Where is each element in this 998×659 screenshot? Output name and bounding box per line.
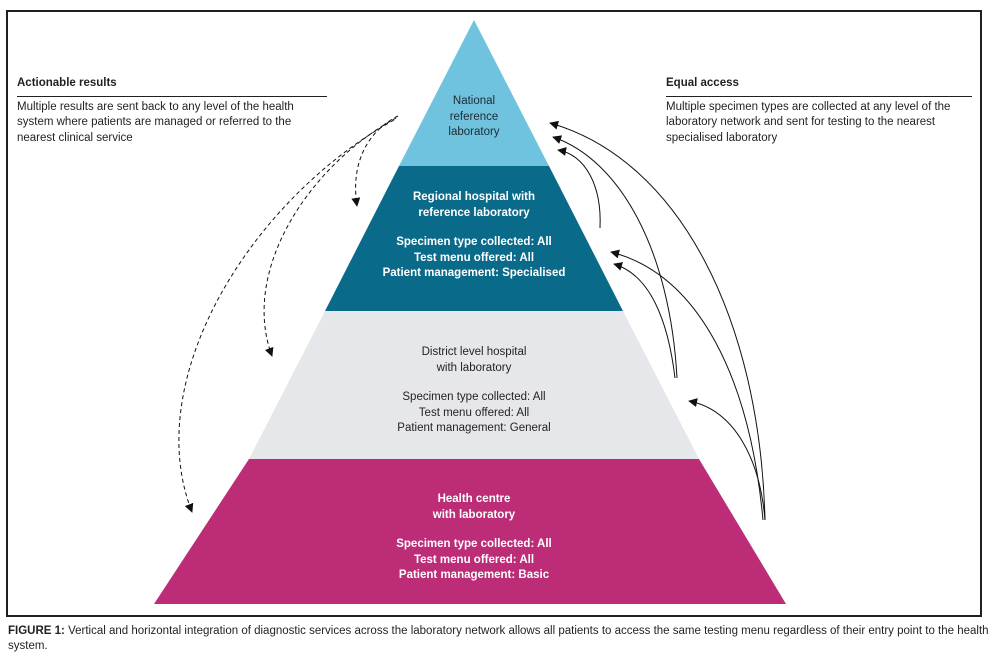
actionable-results-text: Multiple results are sent back to any le… — [17, 100, 294, 144]
tier-specimen-type: Specimen type collected: All — [396, 236, 552, 248]
specimen-arrow-regional-2 — [613, 262, 676, 379]
tier-national-label: National reference laboratory — [404, 94, 544, 141]
specimen-arrow-national-2 — [552, 135, 678, 379]
tier-name-line: reference — [449, 110, 499, 123]
result-arrow-regional — [351, 115, 399, 207]
tier-regional — [325, 166, 623, 311]
tier-name-line: District level hospital — [421, 346, 527, 358]
tier-name-line: Health centre — [437, 493, 511, 505]
tier-test-menu: Test menu offered: All — [413, 553, 535, 566]
tier-name-line: reference laboratory — [418, 206, 530, 219]
tier-name-line: with laboratory — [432, 508, 516, 521]
tier-national — [399, 20, 549, 166]
actionable-results-panel: Actionable results Multiple results are … — [17, 76, 327, 146]
specimen-arrow-national-3 — [557, 147, 601, 229]
tier-regional-label: Regional hospital with reference laborat… — [334, 190, 614, 282]
specimen-arrow-regional-1 — [610, 249, 764, 521]
figure-caption: FIGURE 1: Vertical and horizontal integr… — [8, 624, 993, 654]
tier-health-centre — [154, 459, 786, 604]
tier-specimen-type: Specimen type collected: All — [402, 391, 546, 403]
figure-caption-label: FIGURE 1: — [8, 625, 65, 637]
tier-test-menu: Test menu offered: All — [413, 251, 535, 264]
tier-name-line: laboratory — [448, 126, 500, 138]
tier-health-centre-label: Health centre with laboratory Specimen t… — [314, 492, 634, 584]
tier-name-line: National — [452, 95, 496, 107]
actionable-results-heading: Actionable results — [17, 76, 327, 97]
tier-patient-management: Patient management: General — [397, 422, 551, 434]
equal-access-heading: Equal access — [666, 76, 972, 97]
tier-district — [249, 311, 699, 459]
tier-patient-management: Patient management: Basic — [398, 569, 550, 581]
equal-access-panel: Equal access Multiple specimen types are… — [666, 76, 972, 146]
tier-name-line: with laboratory — [436, 361, 512, 374]
specimen-arrow-national-1 — [549, 120, 766, 521]
specimen-arrow-district — [688, 398, 766, 521]
tier-district-label: District level hospital with laboratory … — [314, 345, 634, 437]
tier-name-line: Regional hospital with — [412, 191, 536, 203]
figure-frame — [6, 10, 982, 617]
tier-patient-management: Patient management: Specialised — [382, 267, 566, 279]
equal-access-text: Multiple specimen types are collected at… — [666, 100, 951, 144]
tier-specimen-type: Specimen type collected: All — [396, 538, 552, 550]
figure-caption-text: Vertical and horizontal integration of d… — [8, 625, 989, 652]
tier-test-menu: Test menu offered: All — [418, 406, 530, 419]
